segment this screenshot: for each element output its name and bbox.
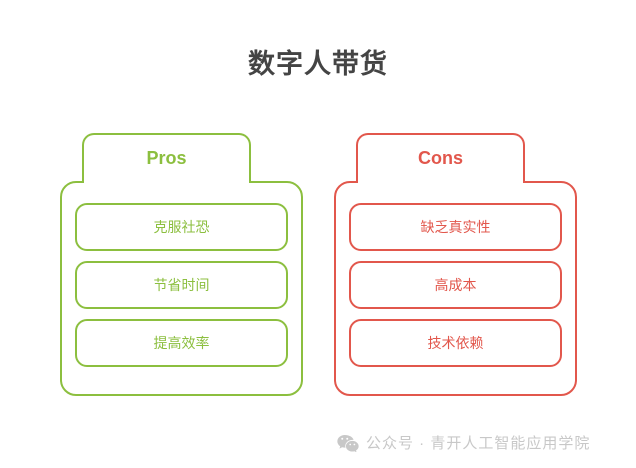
watermark-text: 公众号 · 青开人工智能应用学院 <box>366 435 591 452</box>
cons-header-tab: Cons <box>356 133 525 183</box>
pros-header-label: Pros <box>146 148 187 168</box>
list-item[interactable]: 高成本 <box>349 261 562 309</box>
pros-item-list: 克服社恐 节省时间 提高效率 <box>60 203 303 367</box>
list-item[interactable]: 克服社恐 <box>75 203 288 251</box>
pros-column: Pros 克服社恐 节省时间 提高效率 <box>60 133 303 396</box>
cons-item-list: 缺乏真实性 高成本 技术依赖 <box>334 203 577 367</box>
list-item[interactable]: 技术依赖 <box>349 319 562 367</box>
page-title: 数字人带货 <box>248 49 388 79</box>
watermark: 公众号 · 青开人工智能应用学院 <box>337 432 590 453</box>
list-item[interactable]: 节省时间 <box>75 261 288 309</box>
list-item[interactable]: 提高效率 <box>75 319 288 367</box>
wechat-icon <box>337 434 359 452</box>
list-item[interactable]: 缺乏真实性 <box>349 203 562 251</box>
cons-header-label: Cons <box>418 148 463 168</box>
cons-column: Cons 缺乏真实性 高成本 技术依赖 <box>334 133 577 396</box>
pros-header-tab: Pros <box>82 133 251 183</box>
